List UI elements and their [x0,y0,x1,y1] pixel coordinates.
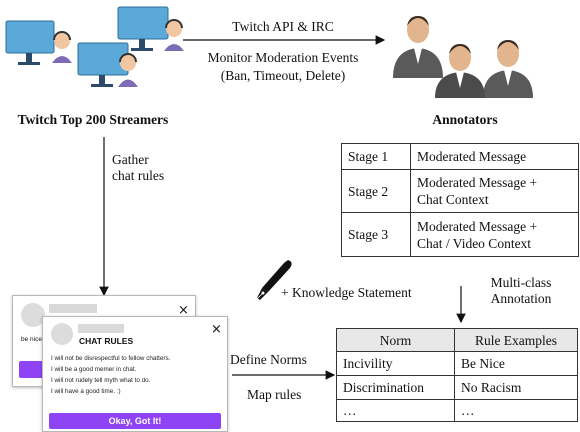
knowledge-label: + Knowledge Statement [281,285,412,300]
stage-desc-line: Moderated Message [417,149,527,164]
stage-desc-line: Moderated Message + [417,218,538,234]
stage-table: Stage 1 Moderated Message Stage 2 Modera… [341,143,579,257]
norm-cell: Incivility [336,351,455,376]
close-icon[interactable]: × [178,303,189,318]
table-row: … … [336,399,578,422]
rule-cell: … [454,399,578,422]
stage-desc: Moderated Message + Chat / Video Context [410,212,579,257]
stage-row: Stage 2 Moderated Message + Chat Context [341,169,579,213]
fountain-pen-icon [254,258,294,302]
streamer-monitor-icon [4,3,184,95]
username-placeholder [78,324,124,333]
avatar [51,323,73,345]
api-label: Twitch API & IRC [232,19,334,34]
norm-cell: Discrimination [336,375,455,400]
okay-got-it-button[interactable]: Okay, Got It! [49,413,221,429]
norm-table: Norm Rule Examples Incivility Be Nice Di… [336,328,578,422]
norm-header: Rule Examples [454,328,578,352]
gather-line: Gather [112,152,149,167]
norm-header: Norm [336,328,455,352]
stage-row: Stage 1 Moderated Message [341,143,579,170]
list-item: I will not be disrespectful to fellow ch… [51,355,171,362]
rule-cell: Be Nice [454,351,578,376]
stage-cell: Stage 2 [341,169,411,213]
close-icon[interactable]: × [211,322,222,337]
business-people-icon [388,8,538,98]
gather-label: Gather chat rules [112,152,164,184]
table-row: Incivility Be Nice [336,351,578,376]
stage-desc: Moderated Message [410,143,579,170]
streamers-label: Twitch Top 200 Streamers [17,112,169,127]
stage-cell: Stage 1 [341,143,411,170]
gather-line: chat rules [112,168,165,183]
rule-cell: No Racism [454,375,578,400]
map-rules-label: Map rules [247,387,302,402]
username-placeholder [49,304,97,313]
rule-partial-text: be nice [21,336,42,343]
table-row: Discrimination No Racism [336,375,578,400]
multiclass-label: Multi-class Annotation [468,275,574,307]
stage-row: Stage 3 Moderated Message + Chat / Video… [341,212,579,257]
rule-list: I will not be disrespectful to fellow ch… [51,353,170,397]
define-norms-label: Define Norms [230,352,307,367]
stage-desc: Moderated Message + Chat Context [410,169,579,213]
monitor-label: Monitor Moderation Events [207,50,359,65]
norm-cell: … [336,399,455,422]
list-item: I will have a good time. :) [51,388,121,395]
stage-desc-line: Chat Context [417,192,489,207]
avatar [21,303,45,327]
annotators-label: Annotators [432,112,498,127]
chat-rules-title: CHAT RULES [79,336,134,346]
chat-rules-card: CHAT RULES × I will not be disrespectful… [42,316,228,432]
multiclass-line: Annotation [490,291,552,306]
events-label: (Ban, Timeout, Delete) [220,68,346,83]
stage-cell: Stage 3 [341,212,411,257]
stage-desc-line: Moderated Message + [417,175,538,190]
stage-desc-line: Chat / Video Context [417,235,532,251]
multiclass-line: Multi-class [490,275,552,290]
norm-header-row: Norm Rule Examples [336,328,578,352]
list-item: I will not rudely tell myth what to do. [51,377,151,384]
list-item: I will be a good memer in chat. [51,366,137,373]
